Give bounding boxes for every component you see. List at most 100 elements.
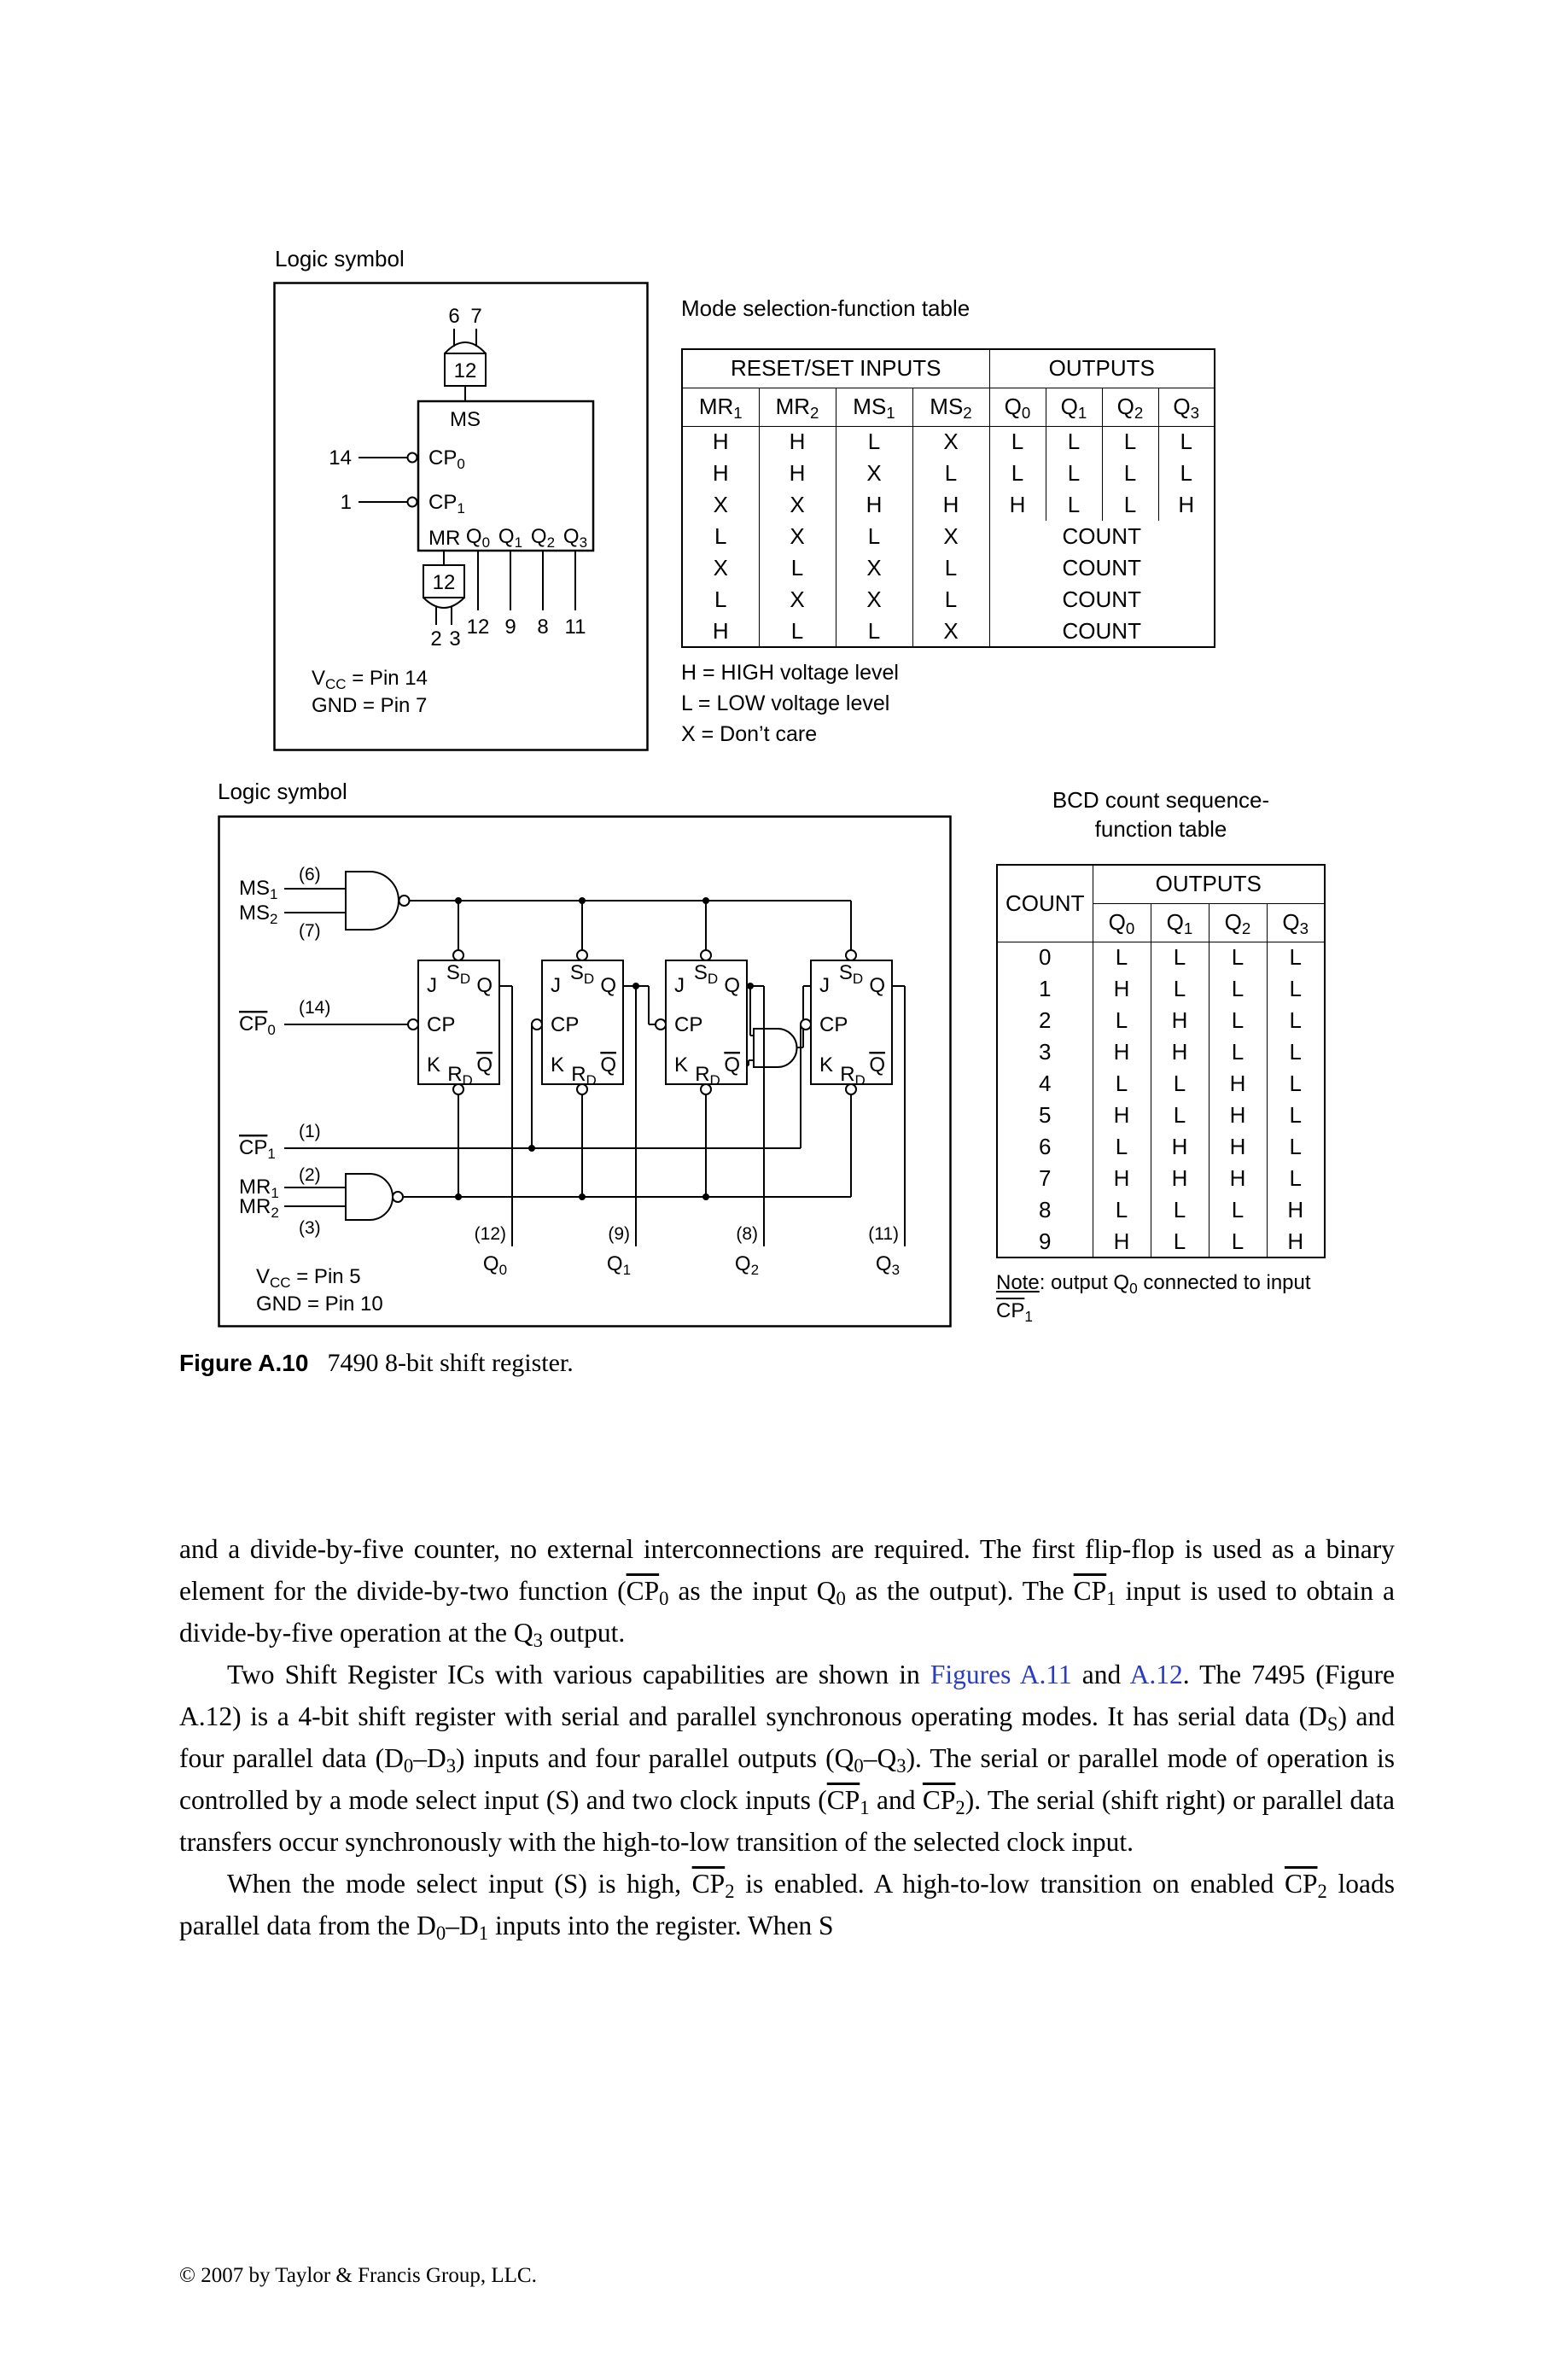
- output-cell: L: [1266, 942, 1326, 973]
- mode-table-title: Mode selection-function table: [681, 295, 971, 321]
- output-cell: L: [1266, 1100, 1326, 1131]
- figure-reference-link[interactable]: Figures A.11: [930, 1660, 1072, 1689]
- group-header: RESET/SET INPUTS: [681, 349, 990, 388]
- flip-flop-0: SD J Q CP K Q RD: [407, 949, 500, 1095]
- logic2-title: Logic symbol: [218, 779, 347, 804]
- mr-gate-bubble: [392, 1191, 404, 1203]
- column-header: Q0: [988, 388, 1046, 427]
- q1-label: Q1: [498, 525, 522, 551]
- input-cell: L: [758, 552, 836, 584]
- input-cell: L: [758, 616, 836, 647]
- cp-label: CP: [551, 1013, 579, 1036]
- pin-1-label: 1: [341, 491, 352, 514]
- legend-line-h: H = HIGH voltage level: [681, 661, 899, 685]
- output-cell: L: [1266, 1131, 1326, 1163]
- output-cell: L: [1266, 1036, 1326, 1068]
- logic1-title: Logic symbol: [275, 246, 405, 271]
- bottom-gate-label: 12: [433, 571, 456, 594]
- output-cell: L: [1045, 458, 1103, 489]
- qbar-label: Q: [600, 1053, 616, 1077]
- pin-11-label: 11: [565, 616, 586, 639]
- cp0-label: CP0: [239, 1012, 276, 1038]
- output-cell: L: [1208, 973, 1268, 1005]
- k-label: K: [674, 1053, 688, 1077]
- diagram1-border: [273, 282, 649, 751]
- output-cell: L: [1150, 1194, 1210, 1226]
- output-cell: H: [988, 489, 1046, 521]
- body-text: and a divide-by-five counter, no externa…: [179, 1528, 1395, 1946]
- ms-label: MS: [450, 408, 481, 431]
- output-cell: L: [1266, 973, 1326, 1005]
- pin-8-label: 8: [537, 616, 548, 639]
- steering-and-gate: [753, 1028, 798, 1068]
- q-label: Q: [869, 974, 885, 997]
- q1-output-label: Q1: [607, 1252, 631, 1278]
- figure-reference-link[interactable]: A.12: [1129, 1660, 1183, 1689]
- output-cell: L: [1208, 942, 1268, 973]
- vcc-note: VCC = Pin 14: [312, 667, 428, 692]
- paragraph-3: When the mode select input (S) is high, …: [179, 1869, 1395, 1945]
- input-cell: L: [835, 521, 913, 552]
- pin-9-label: (9): [608, 1224, 630, 1244]
- pin-6-label: 6: [448, 305, 459, 328]
- rd-label: RD: [840, 1063, 866, 1088]
- q-label: Q: [476, 974, 493, 997]
- k-label: K: [427, 1053, 440, 1077]
- k-label: K: [819, 1053, 833, 1077]
- flip-flop-3: SD J Q CP K Q RD: [800, 949, 893, 1095]
- output-cell: L: [1266, 1068, 1326, 1100]
- input-cell: L: [835, 616, 913, 647]
- input-cell: X: [912, 616, 990, 647]
- input-cell: X: [681, 552, 760, 584]
- output-cell: L: [1092, 1005, 1151, 1036]
- bottom-and-gate: [423, 564, 465, 598]
- gnd-note: GND = Pin 7: [312, 694, 427, 717]
- output-cell: L: [1092, 1194, 1151, 1226]
- pin-11-label: (11): [868, 1224, 899, 1244]
- mr1-label: MR1: [239, 1176, 279, 1201]
- bcd-note: Note: output Q0 connected to input CP1: [996, 1269, 1311, 1325]
- mr-label: MR: [428, 527, 460, 550]
- mr-nand-gate: [345, 1173, 393, 1221]
- ms-gate-bubble: [398, 895, 411, 907]
- column-header: Q1: [1045, 388, 1103, 427]
- sd-label: SD: [694, 961, 718, 987]
- cp1-label: CP1: [428, 491, 465, 516]
- output-cell: L: [1157, 426, 1215, 458]
- output-cell: H: [1150, 1131, 1210, 1163]
- column-header: MR1: [681, 388, 760, 427]
- cp-label: CP: [819, 1013, 848, 1036]
- output-cell: H: [1208, 1131, 1268, 1163]
- pin-9-label: 9: [504, 616, 516, 639]
- output-cell: L: [1150, 1068, 1210, 1100]
- paragraph-2: Two Shift Register ICs with various capa…: [179, 1660, 1396, 1857]
- q3-output-label: Q3: [876, 1252, 900, 1278]
- column-header: Q2: [1101, 388, 1159, 427]
- column-header: Q0: [1092, 903, 1151, 942]
- bcd-table-title-line1: BCD count sequence-: [1052, 787, 1270, 813]
- sd-label: SD: [839, 961, 863, 987]
- k-label: K: [551, 1053, 564, 1077]
- output-cell: L: [1092, 1131, 1151, 1163]
- legend-line-l: L = LOW voltage level: [681, 691, 890, 715]
- j-label: J: [819, 974, 830, 997]
- output-cell: H: [1092, 1100, 1151, 1131]
- output-cell: L: [988, 458, 1046, 489]
- cp-label: CP: [674, 1013, 702, 1036]
- ic-block: [417, 400, 595, 552]
- q2-label: Q2: [531, 525, 555, 551]
- output-cell: L: [1092, 1068, 1151, 1100]
- diagram2-border: [218, 815, 952, 1327]
- pin-3-label: 3: [449, 627, 460, 651]
